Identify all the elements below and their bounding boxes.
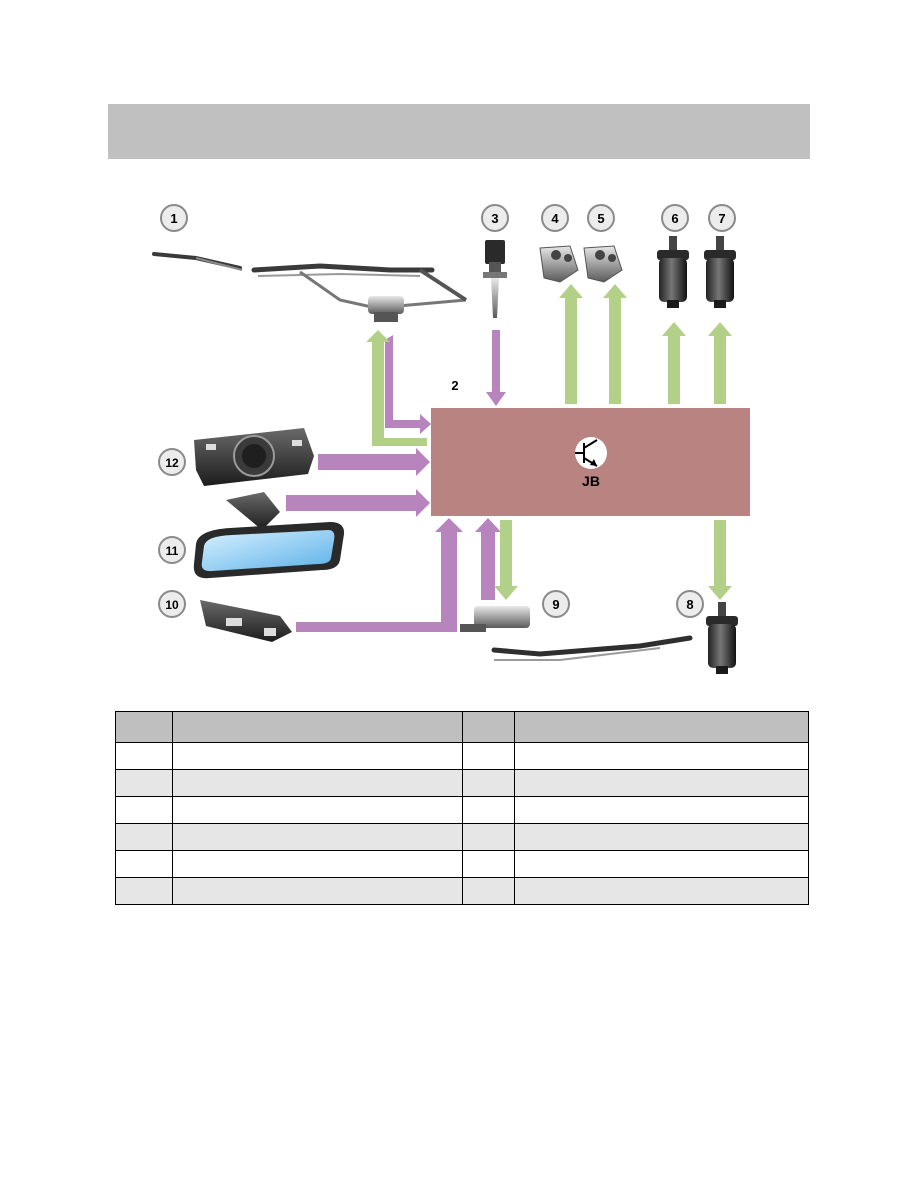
table-row <box>115 877 809 905</box>
callout-5: 5 <box>587 204 615 232</box>
callout-8: 8 <box>676 590 704 618</box>
transistor-icon <box>575 437 607 469</box>
svg-text:12: 12 <box>165 456 179 470</box>
washer-pump-icon-7 <box>704 236 736 308</box>
callout-2: 2 <box>451 378 458 393</box>
callout-7: 7 <box>708 204 736 232</box>
wiper-washer-system-diagram: JB <box>152 204 750 674</box>
nozzle-heater-icon-5 <box>583 245 623 283</box>
callout-12: 12 <box>158 448 186 476</box>
arrow-mirror-to-jb <box>286 489 430 517</box>
arrow-jb-to-washer-pump-7 <box>708 322 732 404</box>
svg-text:5: 5 <box>597 211 604 226</box>
washer-pump-icon-6 <box>657 236 689 308</box>
legend-header-index <box>115 711 173 743</box>
arrow-jb-to-nozzle-heater-right <box>603 284 627 404</box>
callout-6: 6 <box>661 204 689 232</box>
windscreen-wiper-icon <box>152 252 468 322</box>
sensor-icon <box>483 240 507 318</box>
table-row <box>115 850 809 878</box>
legend-header-explanation <box>172 711 463 743</box>
svg-text:10: 10 <box>165 598 179 612</box>
legend-header-index-2 <box>462 711 515 743</box>
table-row <box>115 769 809 797</box>
arrow-wiper-motor-to-jb <box>385 335 431 434</box>
arrow-jb-to-washer-pump-6 <box>662 322 686 404</box>
arrow-rear-wiper-to-jb <box>475 518 501 600</box>
svg-text:1: 1 <box>170 211 177 226</box>
callout-10: 10 <box>158 590 186 618</box>
svg-text:4: 4 <box>551 211 559 226</box>
svg-text:7: 7 <box>718 211 725 226</box>
arrow-jb-to-nozzle-heater-left <box>559 284 583 404</box>
arrow-jb-to-wiper-motor <box>366 330 427 446</box>
arrow-jb-to-rear-wiper <box>494 520 518 600</box>
svg-text:8: 8 <box>686 597 693 612</box>
output-arrows <box>366 284 732 600</box>
component-legend-table <box>115 711 809 905</box>
arrow-jb-to-washer-pump-8 <box>708 520 732 600</box>
washer-pump-icon-8 <box>706 602 738 674</box>
svg-text:9: 9 <box>552 597 559 612</box>
svg-text:2: 2 <box>451 378 458 393</box>
callout-1: 1 <box>160 204 188 232</box>
callout-4: 4 <box>541 204 569 232</box>
table-row <box>115 823 809 851</box>
arrow-column-switch-to-jb <box>296 518 463 632</box>
arrow-sensor-to-jb <box>486 330 506 406</box>
callout-9: 9 <box>542 590 570 618</box>
rear-wiper-icon <box>460 606 693 661</box>
steering-column-switch-icon <box>200 600 292 642</box>
control-arrows <box>286 330 506 632</box>
legend-header-explanation-2 <box>514 711 809 743</box>
callout-3: 3 <box>481 204 509 232</box>
table-row <box>115 796 809 824</box>
module-label: JB <box>582 473 600 489</box>
svg-text:6: 6 <box>671 211 678 226</box>
section-title-bar <box>108 104 810 159</box>
callout-11: 11 <box>158 536 186 564</box>
legend-header-row <box>115 711 809 743</box>
arrow-light-switch-to-jb <box>318 448 430 476</box>
rear-view-mirror-icon <box>193 492 345 579</box>
nozzle-heater-icon-4 <box>539 245 579 283</box>
table-row <box>115 742 809 770</box>
svg-text:11: 11 <box>166 544 179 558</box>
light-switch-icon <box>194 428 314 486</box>
svg-text:3: 3 <box>491 211 498 226</box>
